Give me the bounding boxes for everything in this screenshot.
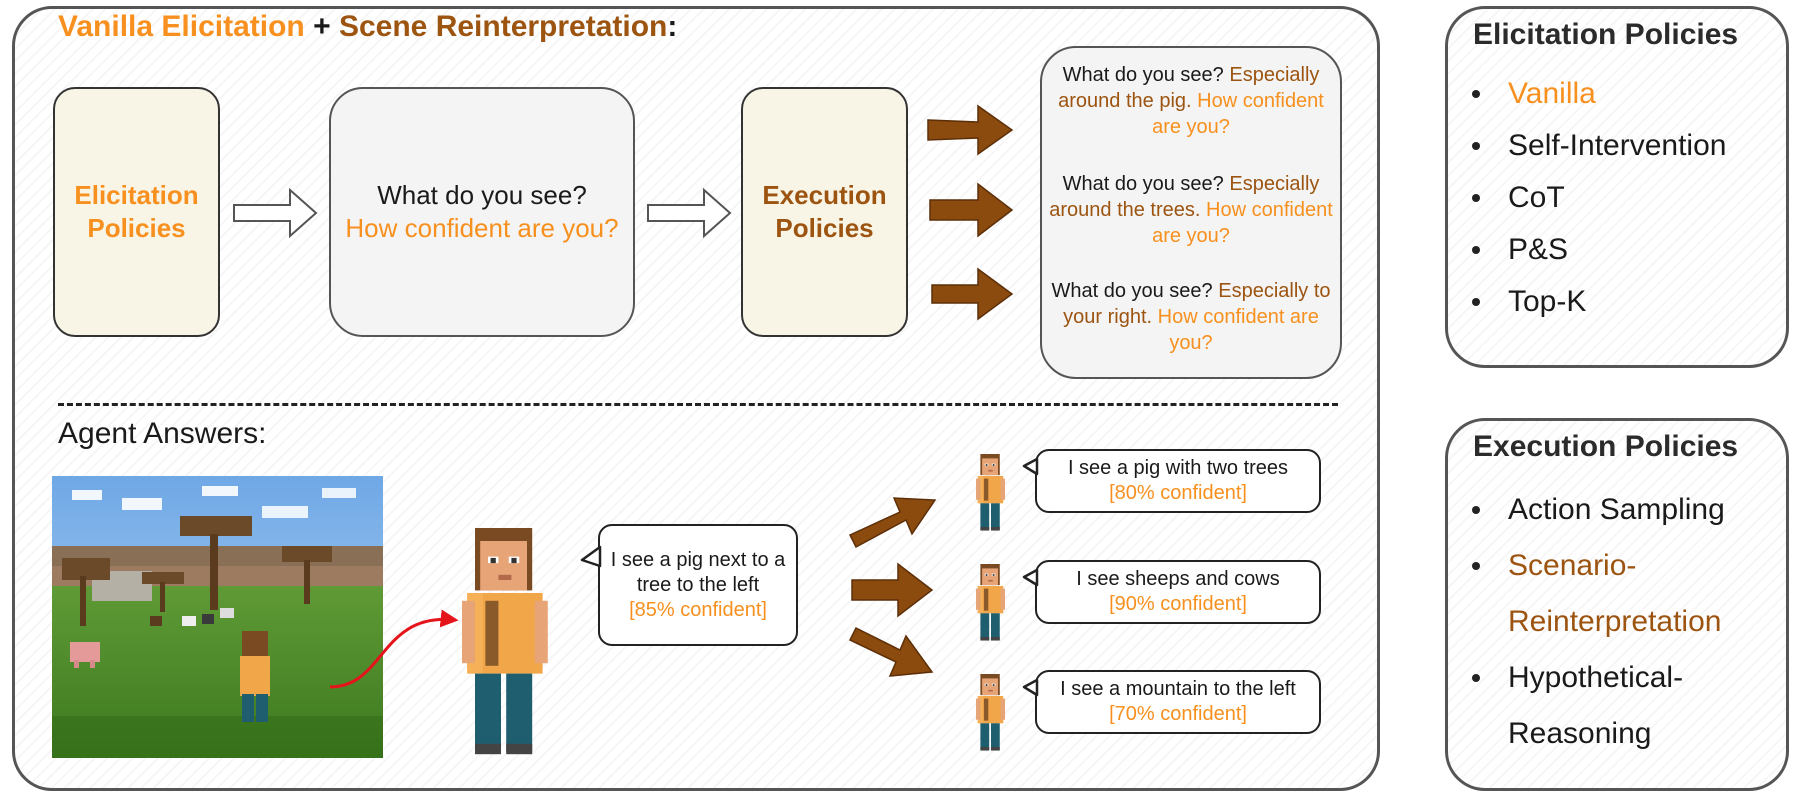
answer-2-confidence: [90% confident] <box>1109 593 1247 615</box>
initial-answer-text: I see a pig next to a tree to the left <box>610 548 786 596</box>
bubble-tail-2 <box>1022 568 1039 587</box>
agent-answers-title: Agent Answers: <box>58 417 267 450</box>
bubble-tail-3 <box>1022 678 1039 697</box>
answer-3-text: I see a mountain to the left <box>1060 678 1296 700</box>
fan-arrow-top-3 <box>931 267 1014 321</box>
prompt-pig: What do you see? Especially around the p… <box>1058 64 1324 138</box>
answer-bubble-1: I see a pig with two trees [80% confiden… <box>1035 449 1321 513</box>
minecraft-scene-image <box>52 476 383 758</box>
answer-1-text: I see a pig with two trees <box>1067 457 1289 479</box>
confidence-question-text: How confident are you? <box>345 213 619 243</box>
answer-3-confidence: [70% confident] <box>1109 703 1247 725</box>
initial-bubble-tail <box>580 545 602 568</box>
title-vanilla-elicitation: Vanilla Elicitation <box>58 10 305 43</box>
elicitation-policies-box: Elicitation Policies <box>53 87 220 337</box>
elicitation-item-vanilla: Vanilla <box>1448 68 1726 120</box>
fan-arrow-bottom-2 <box>851 562 934 618</box>
elicitation-box-line2: Policies <box>87 213 186 243</box>
execution-item-action-sampling: Action Sampling <box>1448 482 1725 538</box>
execution-box-line1: Execution <box>762 180 887 210</box>
prompts-box: What do you see? Especially around the p… <box>1040 46 1342 379</box>
diagram-title: Vanilla Elicitation + Scene Reinterpreta… <box>58 10 677 44</box>
execution-item-scenario: Scenario- <box>1448 538 1725 594</box>
elicitation-policies-panel <box>1445 6 1789 368</box>
elicitation-item-top-k: Top-K <box>1448 276 1726 328</box>
question-text: What do you see? <box>377 180 587 210</box>
bubble-tail-1 <box>1022 457 1039 476</box>
prompt-right: What do you see? Especially to your righ… <box>1051 280 1331 354</box>
elicitation-policies-list: Vanilla Self-Intervention CoT P&S Top-K <box>1448 68 1726 328</box>
answer-bubble-3: I see a mountain to the left [70% confid… <box>1035 670 1321 734</box>
section-divider <box>58 403 1338 406</box>
agent-character-small-3 <box>976 674 1006 751</box>
agent-character-small-2 <box>976 564 1006 641</box>
title-plus: + <box>313 10 331 43</box>
flow-arrow-1 <box>233 187 318 239</box>
execution-policies-list: Action Sampling Scenario- Reinterpretati… <box>1448 482 1725 762</box>
execution-box-line2: Policies <box>775 213 874 243</box>
elicitation-item-cot: CoT <box>1448 172 1726 224</box>
answer-bubble-2: I see sheeps and cows [90% confident] <box>1035 560 1321 624</box>
elicitation-box-line1: Elicitation <box>74 180 199 210</box>
elicitation-item-self-intervention: Self-Intervention <box>1448 120 1726 172</box>
title-scene-reinterpretation: Scene Reinterpretation <box>338 10 668 43</box>
flow-arrow-2 <box>647 187 732 239</box>
answer-1-confidence: [80% confident] <box>1109 482 1247 504</box>
fan-arrow-top-1 <box>927 104 1014 156</box>
execution-item-reasoning: Reasoning <box>1508 717 1652 750</box>
title-colon: : <box>667 10 678 43</box>
execution-policies-box: Execution Policies <box>741 87 908 337</box>
execution-item-hypothetical: Hypothetical- <box>1448 650 1725 706</box>
elicitation-policies-title: Elicitation Policies <box>1473 18 1739 51</box>
elicitation-item-ps: P&S <box>1448 224 1726 276</box>
fan-arrow-top-2 <box>929 182 1014 238</box>
prompt-trees: What do you see? Especially around the t… <box>1049 173 1333 247</box>
execution-policies-title: Execution Policies <box>1473 430 1739 463</box>
red-curved-arrow <box>329 609 459 689</box>
fan-arrow-bottom-1 <box>848 497 937 549</box>
initial-answer-confidence: [85% confident] <box>629 598 767 621</box>
initial-answer-bubble: I see a pig next to a tree to the left [… <box>598 524 798 646</box>
execution-item-reinterpretation: Reinterpretation <box>1508 605 1722 638</box>
question-box: What do you see? How confident are you? <box>329 87 635 337</box>
agent-character-large <box>462 528 548 755</box>
execution-policies-panel <box>1445 418 1789 791</box>
answer-2-text: I see sheeps and cows <box>1076 568 1280 590</box>
agent-character-small-1 <box>976 454 1006 531</box>
fan-arrow-bottom-3 <box>848 626 934 677</box>
